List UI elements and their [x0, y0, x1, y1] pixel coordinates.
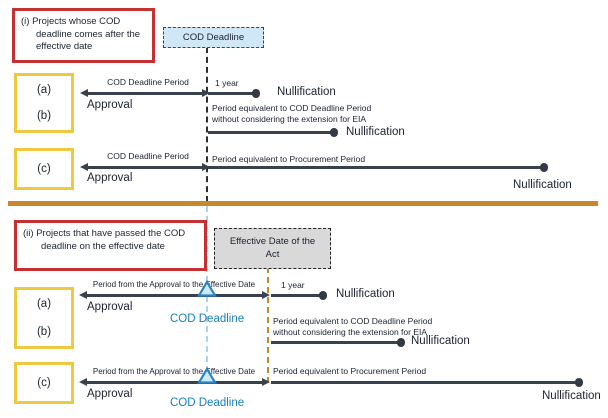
section-i-title-box: (i) Projects whose COD deadline comes af…	[12, 8, 155, 63]
cod-deadline-marker	[197, 367, 217, 384]
row-c-period-label-ii: Period from the Approval to the Effectiv…	[92, 367, 256, 376]
section-ii-title-box: (ii) Projects that have passed the COD d…	[14, 220, 207, 271]
group-c-label: (c)	[37, 163, 51, 175]
row-b-result-line-ii	[271, 338, 405, 346]
cod-deadline-vline-i	[206, 47, 208, 202]
section-divider	[8, 201, 598, 206]
row-a-cod-deadline-ii: COD Deadline	[170, 313, 245, 325]
row-b-nullification-ii: Nullification	[411, 335, 470, 347]
row-c-period-label-i: COD Deadline Period	[107, 151, 189, 161]
group-ab-box-i: (a) (b)	[14, 73, 74, 133]
row-a-period-arrow-ii	[79, 291, 270, 298]
group-c-box-i: (c)	[14, 148, 74, 190]
row-c-result-line-i	[208, 163, 548, 171]
row-c-after-label-i: Period equivalent to Procurement Period	[212, 154, 366, 164]
group-a-label: (a)	[36, 84, 52, 96]
row-a-after-label-i: 1 year	[215, 78, 239, 88]
row-a-nullification-i: Nullification	[277, 86, 336, 98]
row-c-approval-i: Approval	[87, 172, 133, 184]
row-a-approval-ii: Approval	[87, 301, 133, 313]
row-c-nullification-i: Nullification	[513, 179, 572, 191]
row-a-result-line-i	[208, 89, 260, 97]
row-a-period-label-i: COD Deadline Period	[107, 77, 189, 87]
effective-date-label-box: Effective Date of the Act	[214, 228, 331, 269]
group-c-label: (c)	[37, 377, 51, 389]
row-a-nullification-ii: Nullification	[336, 288, 395, 300]
row-b-desc2-i: without considering the extension for EI…	[212, 114, 367, 124]
cod-deadline-label-box: COD Deadline	[163, 27, 264, 48]
row-a-approval-i: Approval	[87, 99, 133, 111]
group-a-label: (a)	[36, 298, 52, 310]
section-i-title: (i) Projects whose COD deadline comes af…	[21, 16, 141, 53]
effective-date-vline	[267, 267, 269, 383]
row-c-after-label-ii: Period equivalent to Procurement Period	[273, 366, 427, 376]
row-b-nullification-i: Nullification	[346, 126, 405, 138]
row-c-approval-ii: Approval	[87, 388, 133, 400]
row-a-result-line-ii	[271, 291, 327, 299]
row-c-result-line-ii	[271, 378, 583, 386]
row-b-desc1-i: Period equivalent to COD Deadline Period	[212, 103, 372, 113]
row-c-period-arrow-i	[80, 163, 210, 170]
row-c-nullification-ii: Nullification	[542, 390, 601, 402]
cod-deadline-label: COD Deadline	[182, 32, 245, 43]
row-c-cod-deadline-ii: COD Deadline	[170, 397, 245, 409]
row-b-result-line-i	[208, 128, 338, 136]
group-ab-box-ii: (a) (b)	[14, 287, 74, 349]
row-a-period-label-ii: Period from the Approval to the Effectiv…	[92, 280, 256, 289]
row-a-after-label-ii: 1 year	[281, 280, 305, 290]
section-ii-title: (ii) Projects that have passed the COD d…	[23, 228, 186, 252]
group-c-box-ii: (c)	[14, 362, 74, 404]
effective-date-label: Effective Date of the Act	[229, 235, 316, 260]
group-b-label: (b)	[36, 110, 52, 122]
cod-deadline-marker	[197, 280, 217, 297]
row-b-desc2-ii: without considering the extension for EI…	[273, 327, 428, 337]
row-a-period-arrow-i	[80, 89, 210, 96]
row-c-period-arrow-ii	[79, 378, 270, 385]
group-b-label: (b)	[36, 326, 52, 338]
row-b-desc1-ii: Period equivalent to COD Deadline Period	[273, 316, 433, 326]
